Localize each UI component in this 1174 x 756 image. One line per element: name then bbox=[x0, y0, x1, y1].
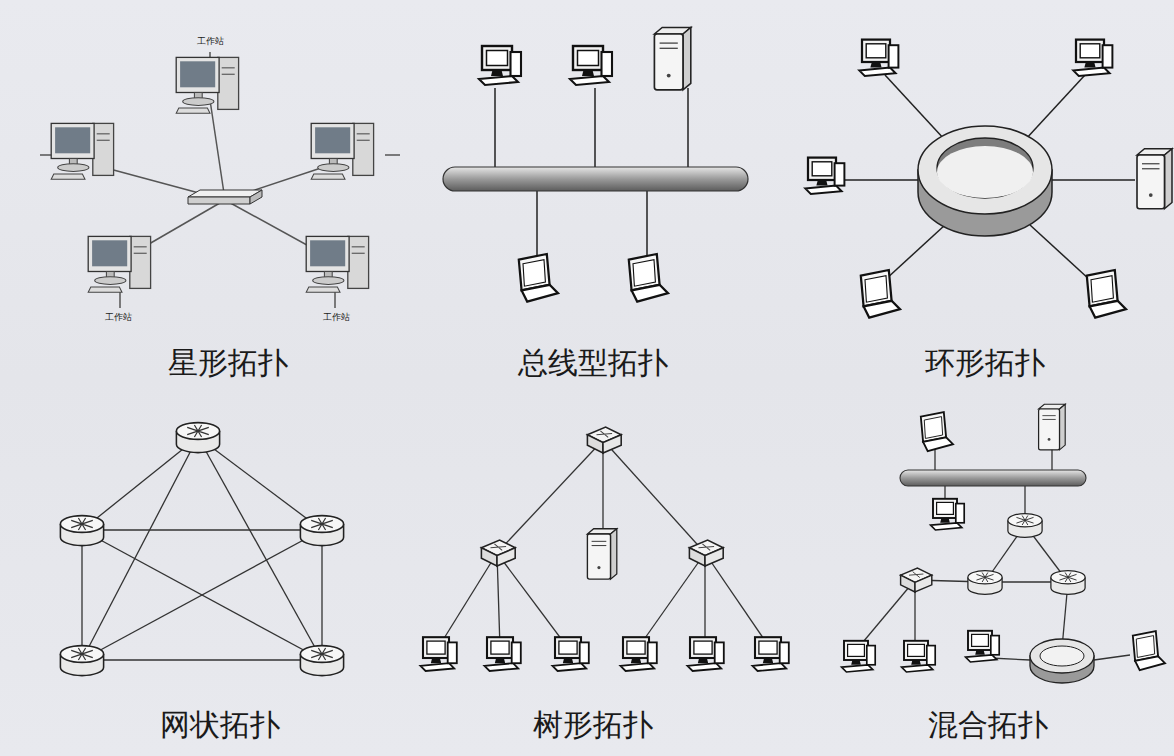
topology-caption: 树形拓扑 bbox=[533, 708, 653, 741]
device-label: 工作站 bbox=[323, 313, 350, 323]
topology-caption: 总线型拓扑 bbox=[518, 346, 668, 379]
device-label: 工作站 bbox=[197, 37, 224, 47]
topology-caption: 网状拓扑 bbox=[160, 708, 280, 741]
topology-caption: 环形拓扑 bbox=[925, 346, 1045, 379]
topology-caption: 星形拓扑 bbox=[168, 346, 288, 379]
topology-caption: 混合拓扑 bbox=[928, 708, 1048, 741]
device-label: 工作站 bbox=[105, 313, 132, 323]
